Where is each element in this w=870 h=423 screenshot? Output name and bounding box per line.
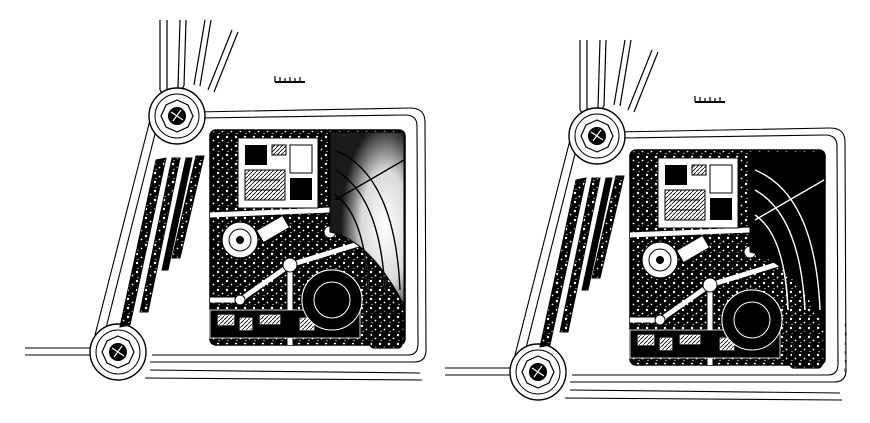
lawn-arc-path (334, 194, 369, 291)
pavilion-inner-ring (313, 281, 351, 319)
pavilion-ring (721, 289, 783, 351)
edge-mark-2: t (844, 332, 847, 338)
right-edge-marks: t t s a r k (844, 323, 847, 374)
lawn-arc-path (754, 189, 806, 311)
lawn-dark-lawn (749, 151, 825, 326)
edge-mark-4: a (844, 350, 847, 356)
edge-mark-6: k (844, 368, 847, 374)
site-plan-right (445, 40, 846, 400)
lawn-arc-path (334, 169, 386, 291)
pavilion-inner-ring (733, 301, 771, 339)
lawn-arc-path (754, 214, 789, 311)
site-plan-left (25, 20, 426, 380)
pavilion-ring (301, 269, 363, 331)
lawn-light-lawn (329, 131, 405, 306)
edge-mark-5: r (844, 359, 847, 365)
edge-mark-1: t (844, 323, 847, 329)
edge-mark-3: s (844, 341, 847, 347)
lawn-arc-path (754, 169, 821, 311)
lawn-arc-path (334, 159, 405, 201)
lawn-arc-path (754, 179, 825, 221)
lawn-arc-path (334, 149, 401, 291)
